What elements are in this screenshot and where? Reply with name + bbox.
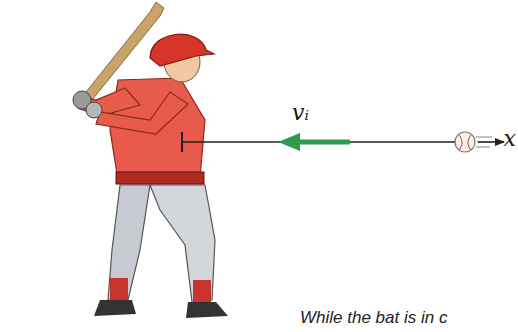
helmet xyxy=(150,34,214,66)
reference-line xyxy=(182,141,456,143)
ball-seam xyxy=(459,135,462,150)
baseball xyxy=(455,132,475,152)
motion-streak xyxy=(476,136,492,137)
caption-text: While the bat is in c xyxy=(300,308,447,328)
x-axis xyxy=(478,141,504,143)
axis-label: x xyxy=(504,126,516,151)
shoe xyxy=(94,300,136,316)
sock xyxy=(110,278,128,300)
leg xyxy=(108,185,150,300)
sock xyxy=(193,280,211,302)
belt xyxy=(116,172,204,184)
leg xyxy=(150,185,215,302)
glove xyxy=(86,102,102,118)
motion-streak xyxy=(476,146,490,147)
ball-seam xyxy=(468,135,471,150)
velocity-label: vᵢ xyxy=(292,100,309,125)
shoe xyxy=(186,302,228,318)
arm xyxy=(96,92,188,134)
velocity-arrowhead xyxy=(278,133,300,151)
velocity-arrow xyxy=(296,140,350,145)
